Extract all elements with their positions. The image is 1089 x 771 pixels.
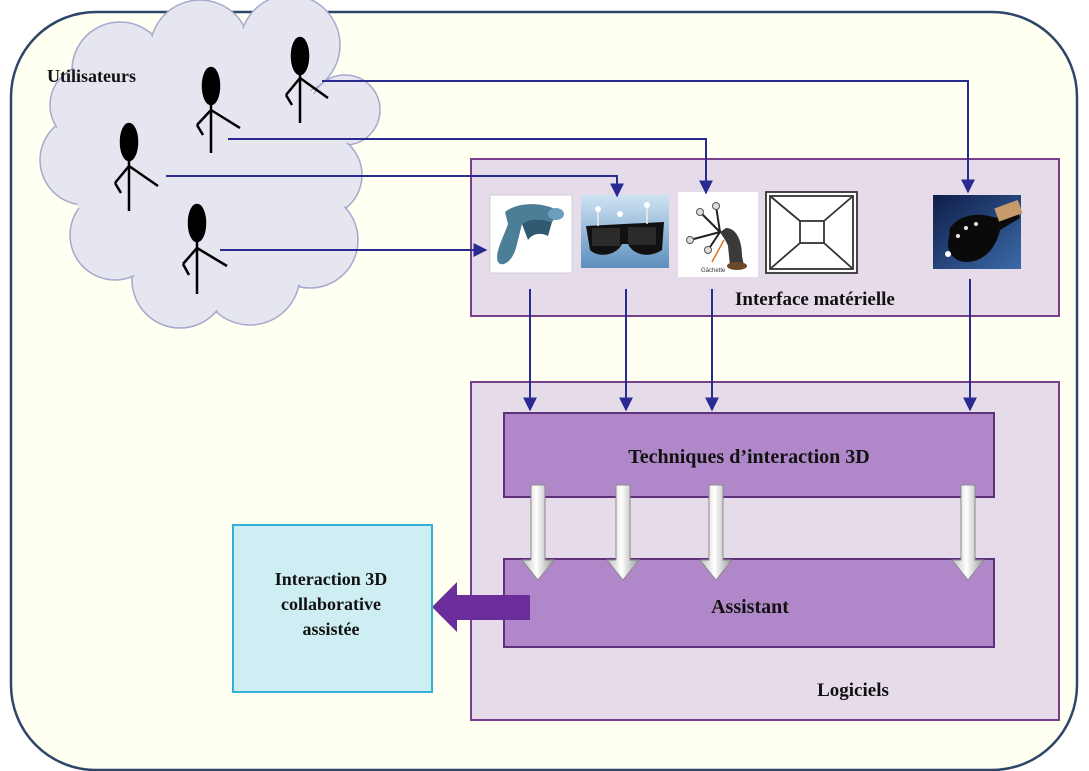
stereo-3d-glasses-icon <box>581 195 669 268</box>
assistant-label: Assistant <box>711 596 789 618</box>
tracked-flystick-icon: Gâchette <box>678 192 758 277</box>
assistant-bar <box>503 558 995 648</box>
users-label: Utilisateurs <box>47 66 136 86</box>
down-arrow-3 <box>698 484 734 581</box>
connector-user3-glasses <box>166 175 624 198</box>
hardware-interface-label: Interface matérielle <box>735 289 895 310</box>
result-line-2: collaborative <box>281 594 381 614</box>
down-arrow-1 <box>520 484 556 581</box>
down-arrow-2 <box>605 484 641 581</box>
data-glove-icon <box>933 195 1023 269</box>
software-label: Logiciels <box>817 680 889 701</box>
result-line-1: Interaction 3D <box>275 569 387 589</box>
user-figure-3 <box>113 122 159 211</box>
phantom-haptic-stylus-icon <box>489 194 573 274</box>
user-figure-1 <box>284 36 329 123</box>
connector-user2-flystick <box>228 138 713 195</box>
device-technique-connectors <box>523 279 977 412</box>
connector-user1-glove <box>322 80 975 194</box>
trigger-caption: Gâchette <box>701 268 726 274</box>
techniques-bar <box>503 412 995 498</box>
techniques-label: Techniques d’interaction 3D <box>628 446 870 468</box>
user-device-connectors <box>166 80 975 257</box>
result-line-3: assistée <box>303 619 360 639</box>
user-figure-2 <box>195 66 241 153</box>
output-arrow <box>432 582 530 632</box>
users-cloud-core <box>42 0 378 326</box>
technique-assistant-arrows <box>520 484 986 581</box>
down-arrow-4 <box>950 484 986 581</box>
user-figure-4 <box>181 203 228 294</box>
wireframe-cube-display-icon <box>765 191 858 274</box>
result-box <box>232 524 433 693</box>
